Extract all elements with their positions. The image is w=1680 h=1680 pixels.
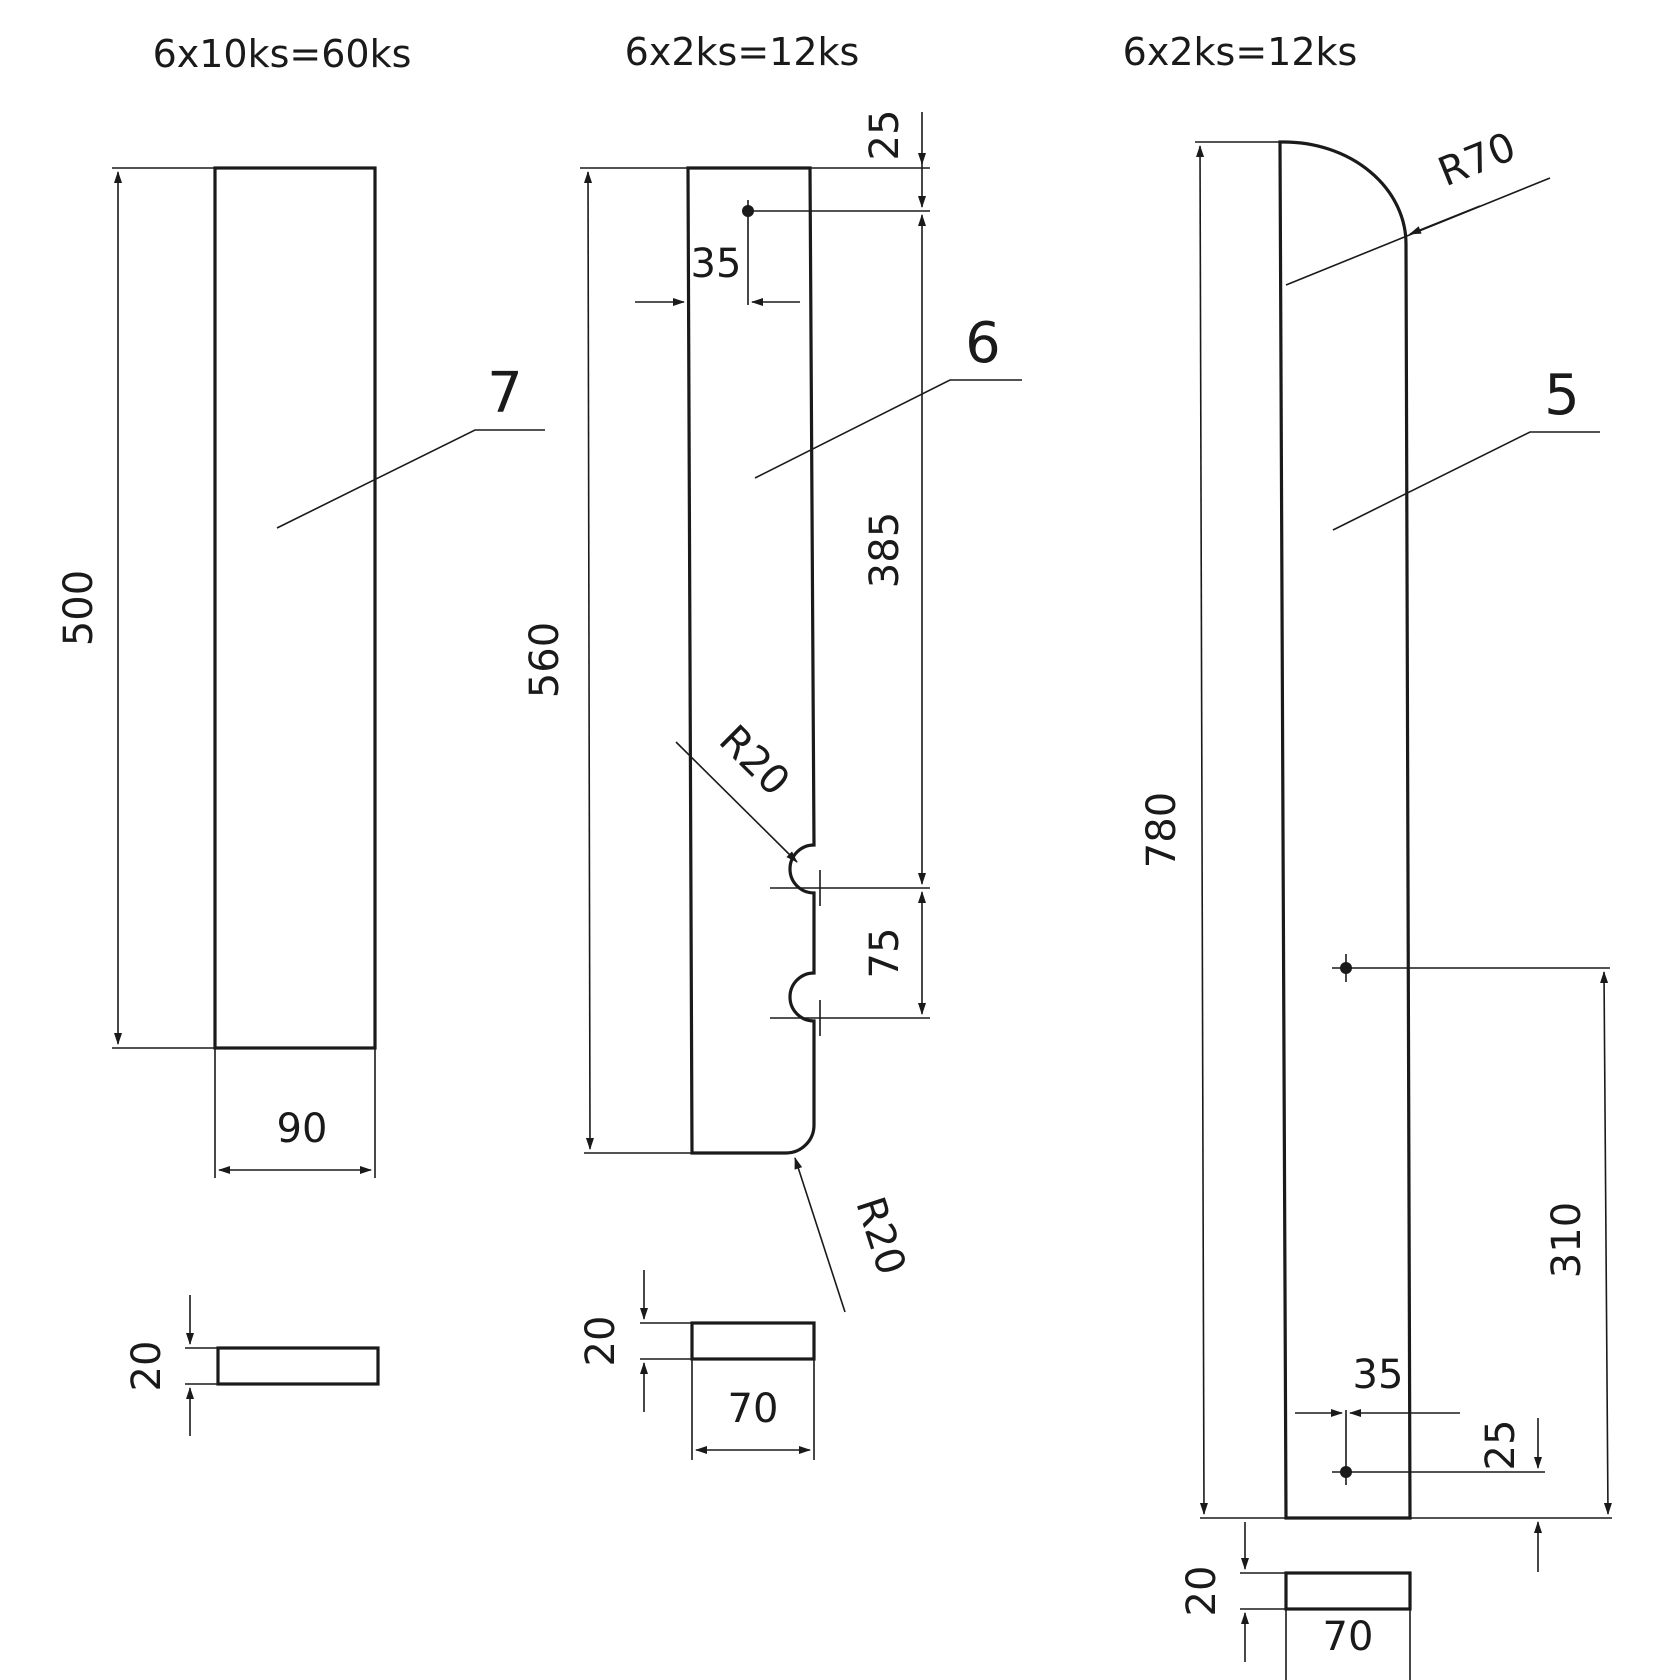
part-7-section-view bbox=[216, 1346, 380, 1386]
part-6-thickness-label: 20 bbox=[578, 1316, 624, 1367]
part-6-notch-radius-label: R20 bbox=[710, 717, 798, 805]
part-5-hole-spacing-label: 310 bbox=[1544, 1202, 1590, 1278]
part-5-length-dimension-line bbox=[1196, 145, 1208, 1515]
part-6-front-view bbox=[686, 166, 816, 1155]
part-6-corner-radius-leader bbox=[794, 1157, 846, 1313]
part-5-hole-offset-bottom-label: 25 bbox=[1478, 1420, 1524, 1471]
part-6-quantity: 6x2ks=12ks bbox=[625, 30, 860, 74]
part-7-thickness-label: 20 bbox=[124, 1341, 170, 1392]
part-6-width-label: 70 bbox=[728, 1386, 779, 1432]
part-6-corner-radius-label: R20 bbox=[846, 1191, 914, 1280]
part-7: 6x10ks=60ks 500 90 7 20 bbox=[56, 32, 545, 1436]
part-5-top-radius-label: R70 bbox=[1432, 124, 1522, 196]
part-6-hole-offset-edge-label: 35 bbox=[691, 241, 742, 287]
part-6-number: 6 bbox=[965, 311, 1001, 376]
part-5-thickness-label: 20 bbox=[1179, 1566, 1225, 1617]
part-6-hole-offset-top-label: 25 bbox=[862, 110, 908, 161]
part-6-notch-radius-leader bbox=[675, 741, 798, 863]
part-6-length-label: 560 bbox=[522, 622, 568, 698]
part-5-hole-offset-edge-label: 35 bbox=[1353, 1352, 1404, 1398]
part-6-notch-position-label: 385 bbox=[862, 512, 908, 588]
part-6-leader bbox=[754, 379, 1022, 479]
part-5: 6x2ks=12ks 780 R70 310 35 25 5 bbox=[1123, 30, 1612, 1680]
part-5-length-label: 780 bbox=[1139, 792, 1185, 868]
part-6-notch-spacing-label: 75 bbox=[862, 928, 908, 979]
part-6-section-view bbox=[690, 1321, 816, 1361]
part-5-front-view bbox=[1278, 140, 1412, 1520]
part-7-quantity: 6x10ks=60ks bbox=[153, 32, 412, 76]
part-5-top-radius-leader bbox=[1409, 205, 1481, 235]
part-5-quantity: 6x2ks=12ks bbox=[1123, 30, 1358, 74]
part-6: 6x2ks=12ks 560 25 35 385 75 bbox=[522, 30, 1022, 1460]
part-7-number: 7 bbox=[487, 361, 523, 426]
part-5-leader bbox=[1332, 431, 1600, 531]
part-6-length-dimension-line bbox=[584, 171, 594, 1150]
part-5-width-label: 70 bbox=[1323, 1614, 1374, 1660]
part-7-front-view bbox=[213, 166, 377, 1050]
part-5-number: 5 bbox=[1544, 363, 1580, 428]
part-7-length-label: 500 bbox=[56, 570, 102, 646]
part-5-section-view bbox=[1284, 1571, 1412, 1611]
part-7-width-label: 90 bbox=[277, 1106, 328, 1152]
part-7-leader bbox=[276, 429, 545, 529]
part-5-hole-spacing-dimension-line bbox=[1600, 971, 1612, 1515]
